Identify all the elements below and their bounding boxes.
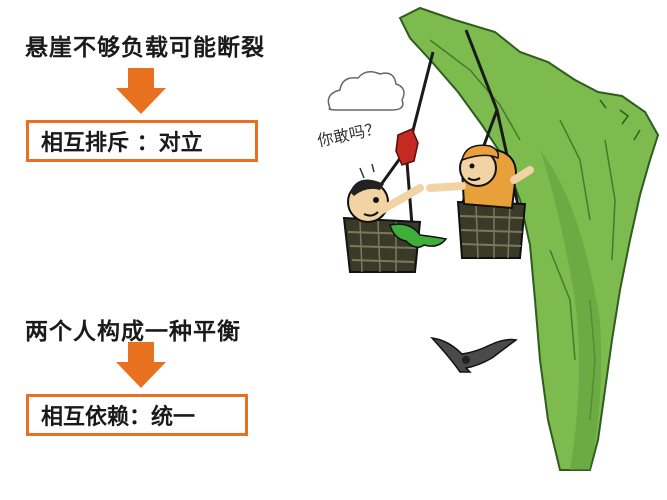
rope-knot <box>395 128 419 166</box>
down-arrow-icon <box>116 68 166 114</box>
speech-text: 你敢吗？ <box>316 119 383 151</box>
bottom-caption: 两个人构成一种平衡 <box>25 319 241 345</box>
down-arrow-icon <box>116 342 166 388</box>
cliff-basket-illustration: 你敢吗？ <box>316 6 660 471</box>
top-caption: 悬崖不够负载可能断裂 <box>25 35 265 61</box>
basket-right <box>456 200 527 259</box>
top-boxed-label: 相互排斥 ：对立 <box>26 120 258 162</box>
person-right <box>426 144 534 210</box>
speech-tick <box>359 163 375 179</box>
person-left <box>347 179 448 248</box>
bottom-boxed-label: 相互依赖：统一 <box>26 394 248 436</box>
bird-icon <box>430 337 518 373</box>
cloud-icon <box>327 71 405 111</box>
